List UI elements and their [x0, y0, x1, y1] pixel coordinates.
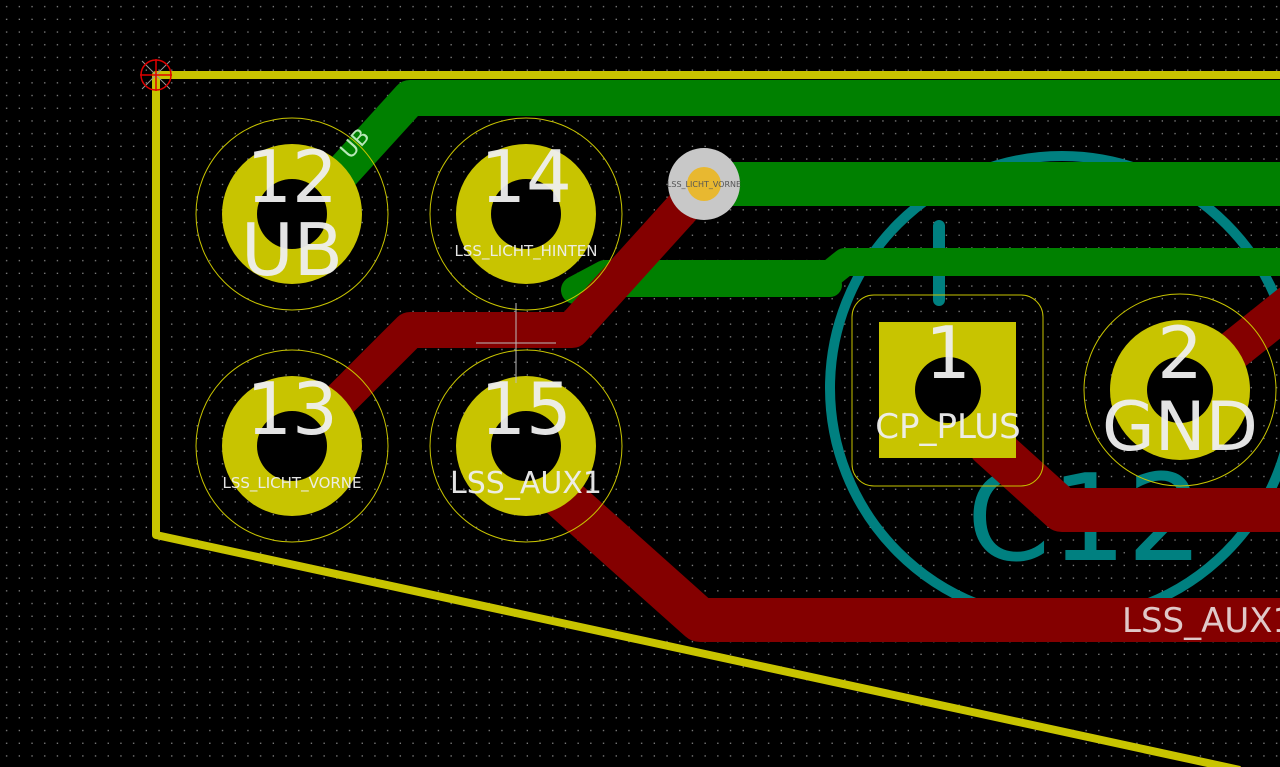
- pad-number: 15: [480, 367, 572, 451]
- pad-15[interactable]: 15 LSS_AUX1: [429, 349, 623, 543]
- track-lss-aux1: [538, 473, 1280, 642]
- via[interactable]: LSS_LICHT_VORNE: [667, 148, 741, 220]
- pad-number: 12: [246, 135, 338, 219]
- pad-2[interactable]: 2 GND: [1083, 293, 1277, 487]
- track-cp-plus: [968, 423, 1280, 532]
- pad-number: 2: [1157, 311, 1203, 395]
- track-lss-licht-vorne: [312, 166, 722, 428]
- pad-net: UB: [241, 208, 343, 292]
- cursor-crosshair: [476, 303, 556, 383]
- pad-13[interactable]: 13 LSS_LICHT_VORNE: [195, 349, 389, 543]
- pad-net: GND: [1102, 388, 1258, 467]
- pad-number: 14: [480, 135, 572, 219]
- origin-marker-icon: [140, 59, 172, 91]
- pad-number: 1: [925, 311, 971, 395]
- pad-net: LSS_LICHT_HINTEN: [455, 242, 598, 261]
- pad-net: LSS_LICHT_VORNE: [222, 474, 361, 493]
- board-edge: [152, 71, 1280, 767]
- pad-12[interactable]: 12 UB: [195, 117, 389, 311]
- pad-net: LSS_AUX1: [450, 466, 602, 501]
- pad-14[interactable]: 14 LSS_LICHT_HINTEN: [429, 117, 623, 311]
- pad-number: 13: [246, 367, 338, 451]
- via-net-label: LSS_LICHT_VORNE: [667, 180, 741, 189]
- pad-1[interactable]: 1 CP_PLUS: [851, 294, 1044, 487]
- pad-net: CP_PLUS: [875, 407, 1020, 447]
- track-label-aux1: LSS_AUX1: [1122, 601, 1280, 641]
